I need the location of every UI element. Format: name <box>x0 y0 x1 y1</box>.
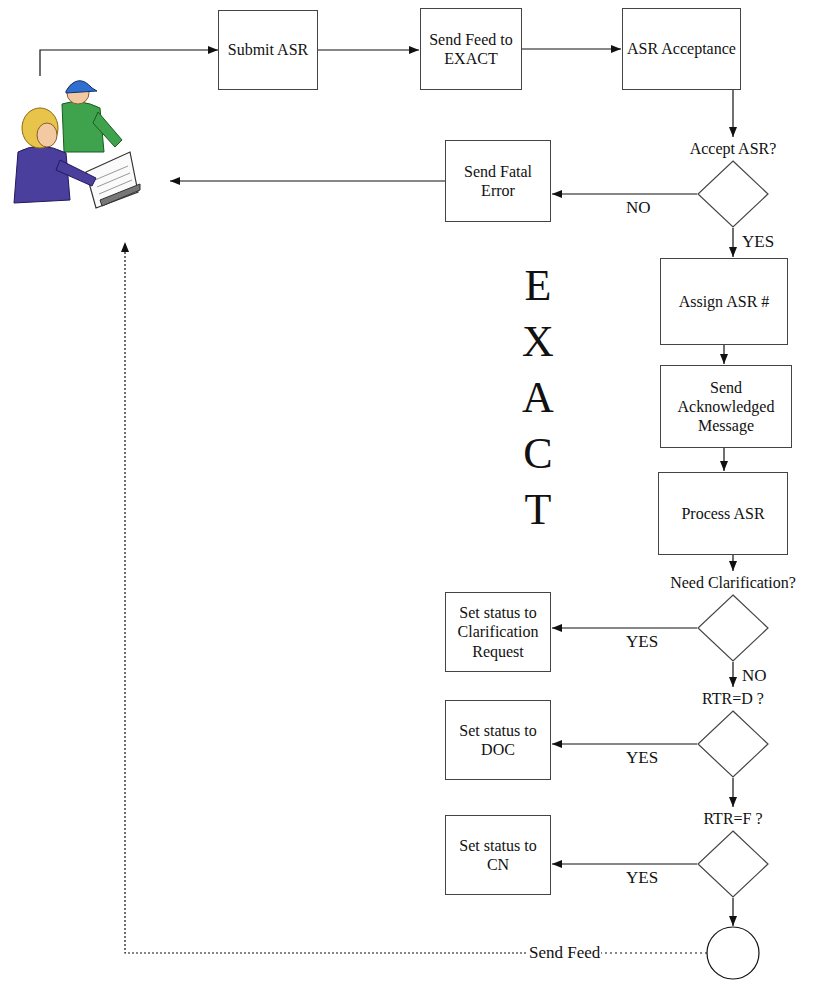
woman-body <box>14 146 70 203</box>
man-cap <box>66 81 97 93</box>
woman-arm <box>56 160 96 186</box>
decision-diamond: Need Clarification? <box>643 572 823 662</box>
process-box: Process ASR <box>658 472 788 555</box>
decision-text: RTR=F ? <box>643 808 823 830</box>
box-text: Assign ASR # <box>679 292 770 311</box>
diamond-outline <box>697 710 769 778</box>
diamond-outline <box>697 160 769 228</box>
decision-diamond: RTR=D ? <box>643 688 823 778</box>
box-text: Send Feed to EXACT <box>424 30 518 68</box>
flow-label: Send Feed <box>528 943 601 962</box>
flow-arrow <box>552 743 697 744</box>
submit-arrow <box>40 50 218 76</box>
box-text: Send Fatal Error <box>449 162 547 200</box>
diamond-shape <box>698 711 768 777</box>
edge-label: YES <box>625 632 659 651</box>
edge-label: YES <box>625 748 659 767</box>
flow-arrow <box>552 627 697 628</box>
process-box: Assign ASR # <box>660 258 788 345</box>
decision-text: RTR=D ? <box>643 688 823 710</box>
diamond-shape <box>698 161 768 227</box>
edge-label-holder: YES <box>625 632 659 652</box>
diamond-shape <box>698 831 768 897</box>
process-box: Submit ASR <box>218 10 318 90</box>
flow-arrow <box>732 778 733 807</box>
people-illustration <box>14 81 140 208</box>
flow-arrow <box>732 90 733 137</box>
flow-arrow <box>552 193 697 194</box>
process-box: Set status to Clarification Request <box>445 592 551 672</box>
diamond-shape <box>698 595 768 661</box>
process-box: Set status to CN <box>445 815 551 895</box>
woman-face <box>37 123 57 147</box>
flow-arrow <box>732 555 733 571</box>
flow-arrow <box>318 49 419 50</box>
edge-label-holder: YES <box>741 232 775 252</box>
decision-diamond: RTR=F ? <box>643 808 823 898</box>
edge-label-holder: YES <box>625 748 659 768</box>
process-box: Set status to DOC <box>445 700 551 780</box>
label-holder: Send Feed <box>528 943 601 963</box>
box-text: Set status to DOC <box>449 721 547 759</box>
edge-label-holder: NO <box>741 666 768 686</box>
flow-arrow <box>552 863 697 864</box>
flow-arrow <box>732 662 733 687</box>
edge-label: NO <box>625 198 652 217</box>
diamond-outline <box>697 830 769 898</box>
box-text: Process ASR <box>681 504 764 523</box>
process-box: Send Fatal Error <box>445 140 551 222</box>
fatal-return-arrow <box>170 180 445 181</box>
end-arrow <box>732 898 733 926</box>
process-box: Send Acknowledged Message <box>660 365 792 448</box>
flow-arrow <box>522 48 621 49</box>
edge-label: NO <box>741 666 768 685</box>
flow-arrow <box>732 228 733 257</box>
edge-label: YES <box>625 868 659 887</box>
process-box: ASR Acceptance <box>622 8 741 90</box>
decision-text: Need Clarification? <box>643 572 823 594</box>
box-text: Send Acknowledged Message <box>664 378 788 436</box>
edge-label-holder: YES <box>625 868 659 888</box>
connector-circle <box>707 927 759 979</box>
box-text: Set status to Clarification Request <box>449 603 547 661</box>
edge-label-holder: NO <box>625 198 652 218</box>
box-text: Submit ASR <box>228 40 308 59</box>
edge-label: YES <box>741 232 775 251</box>
decision-diamond: Accept ASR? <box>643 138 823 228</box>
flow-arrow <box>723 448 724 471</box>
system-name: EXACT <box>515 258 561 538</box>
decision-text: Accept ASR? <box>643 138 823 160</box>
box-text: Set status to CN <box>449 836 547 874</box>
keyboard <box>100 184 140 206</box>
flow-arrow <box>723 345 724 364</box>
label-holder: EXACT <box>515 258 561 538</box>
box-text: ASR Acceptance <box>627 39 736 58</box>
process-box: Send Feed to EXACT <box>420 8 522 90</box>
woman-hair <box>22 108 58 148</box>
diamond-outline <box>697 594 769 662</box>
man-arm <box>93 112 122 147</box>
